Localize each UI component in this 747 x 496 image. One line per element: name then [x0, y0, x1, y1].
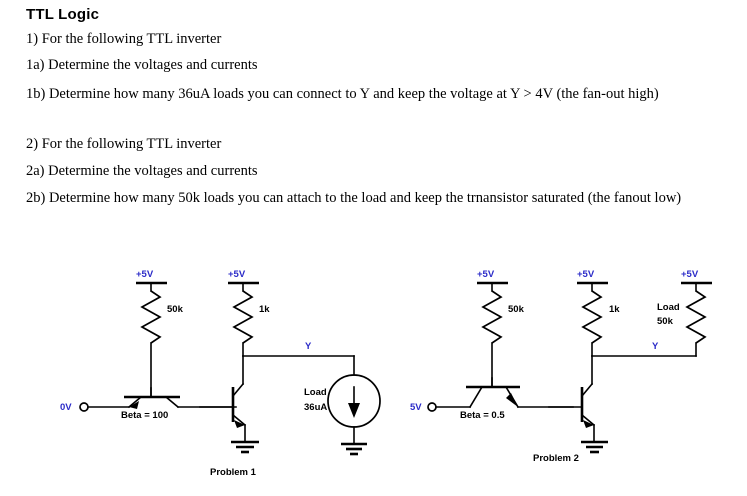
input-terminal-1: [79, 402, 130, 412]
page-title: TTL Logic: [26, 6, 100, 23]
resistor-1k-2: [581, 290, 603, 357]
resistor-1k-label-1: 1k: [259, 304, 270, 315]
resistor-50k-2: [481, 290, 503, 388]
beta-label-1: Beta = 100: [121, 410, 168, 421]
ground-symbol-1: [231, 440, 259, 454]
load-value-2: 50k: [657, 316, 674, 327]
current-source-load-1: [327, 374, 381, 445]
question-1a: 1a) Determine the voltages and currents: [26, 57, 258, 73]
input-terminal-2: [427, 402, 471, 412]
supply-rail-mid-2: [577, 281, 608, 292]
resistor-1k-label-2: 1k: [609, 304, 620, 315]
supply-rail-mid-1: [228, 281, 259, 292]
circuit-diagrams: +5V 50k 0V: [0, 250, 747, 496]
supply-label-right-2: +5V: [681, 269, 699, 280]
question-1b: 1b) Determine how many 36uA loads you ca…: [26, 86, 659, 102]
resistor-50k-label-1: 50k: [167, 304, 184, 315]
input-label-1: 0V: [60, 402, 72, 413]
ground-symbol-2: [581, 440, 608, 454]
question-1: 1) For the following TTL inverter: [26, 31, 222, 47]
resistor-1k-1: [232, 290, 254, 357]
load-value-1: 36uA: [304, 402, 327, 413]
load-label-2: Load: [657, 302, 680, 313]
transistor-q1-left: [124, 387, 237, 409]
circuit-problem-2: +5V 50k 5V Beta: [410, 269, 712, 464]
caption-problem-1: Problem 1: [210, 467, 257, 478]
question-2: 2) For the following TTL inverter: [26, 136, 222, 152]
supply-label-left-1: +5V: [136, 269, 154, 280]
transistor-q2-npn-1: [199, 355, 247, 443]
supply-rail-right-2: [681, 281, 712, 292]
supply-label-left-2: +5V: [477, 269, 495, 280]
resistor-50k-label-2: 50k: [508, 304, 525, 315]
output-node-2: [591, 342, 697, 357]
supply-rail-left-2: [477, 281, 508, 292]
supply-label-mid-1-alt: +5V: [228, 269, 246, 280]
supply-rail-left-1: [136, 281, 167, 292]
resistor-load-50k-2: [685, 290, 707, 344]
resistor-50k-1: [140, 290, 162, 398]
beta-label-2: Beta = 0.5: [460, 410, 505, 421]
input-label-2: 5V: [410, 402, 422, 413]
question-2b: 2b) Determine how many 50k loads you can…: [26, 190, 682, 206]
supply-label-mid-2: +5V: [577, 269, 595, 280]
ground-symbol-load-1: [341, 442, 367, 456]
output-label-2: Y: [652, 341, 659, 352]
question-2a: 2a) Determine the voltages and currents: [26, 163, 258, 179]
load-label-1: Load: [304, 387, 327, 398]
output-node-1: [242, 355, 355, 376]
transistor-q2-npn-2: [548, 355, 596, 443]
circuit-problem-1: +5V 50k 0V: [60, 269, 381, 478]
transistor-q1-left-2: [466, 377, 574, 409]
caption-problem-2: Problem 2: [533, 453, 579, 464]
output-label-1: Y: [305, 341, 312, 352]
